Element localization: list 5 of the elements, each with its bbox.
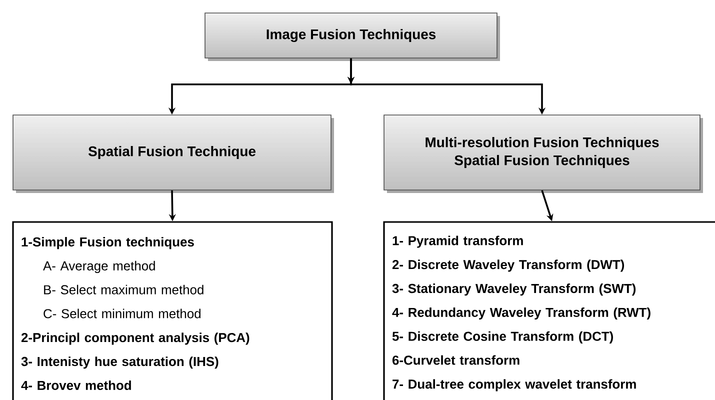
list-box: 1- Pyramid transform 2- Discrete Waveley Transform (DWT) 3- Stationary Waveley Transform (SWT) 4- Redundancy Waveley Transform (RWT) 5- Discrete Cosine Transform (DCT) 6-Curvelet transform 7- Dual-tree complex wavelet transform bbox=[383, 221, 715, 400]
title-box: Image Fusion Techniques bbox=[204, 12, 500, 61]
list-box: 1-Simple Fusion techniques A- Average method B- Select maximum method C- Select minimum method 2-Principl component analysis (PCA) 3- Intenisty hue saturation (IHS) 4- Brovev method bbox=[12, 221, 333, 400]
category-box: Multi-resolution Fusion Techniques Spatial Fusion Techniques bbox=[384, 114, 703, 193]
category-box: Spatial Fusion Technique bbox=[12, 114, 334, 193]
